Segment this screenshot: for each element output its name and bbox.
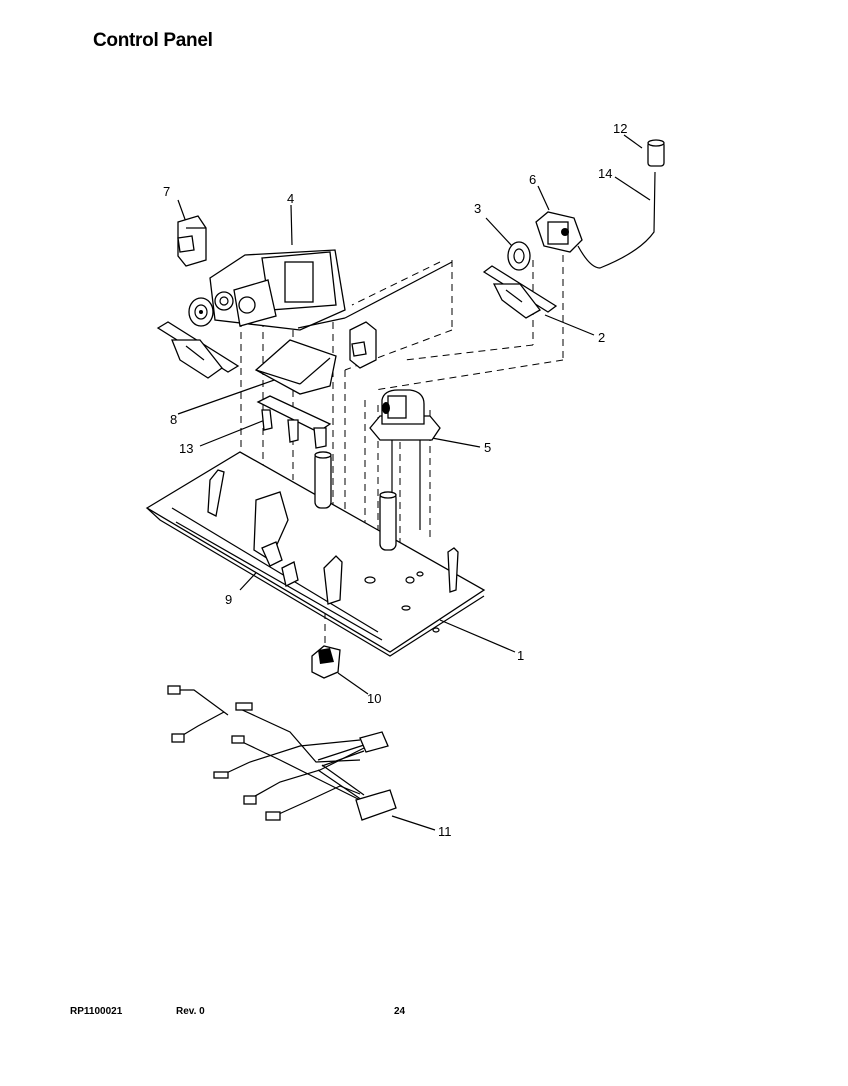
part-13-bracket	[256, 395, 332, 449]
part-1-panel-base	[145, 451, 486, 657]
callout-14: 14	[598, 166, 612, 181]
callout-2: 2	[598, 330, 605, 345]
part-9-switch	[261, 541, 299, 587]
part-11-wire-harness	[167, 685, 397, 821]
part-4-switch-housing	[209, 249, 453, 331]
part-6-control	[535, 211, 583, 253]
part-7-clip	[177, 215, 207, 267]
part-2-bracket-right	[482, 265, 558, 319]
part-2-bracket-left	[156, 321, 240, 379]
part-14-capillary-tube	[577, 171, 656, 269]
callout-11: 11	[438, 824, 452, 839]
callout-7: 7	[163, 184, 170, 199]
part-7-clip-right	[349, 321, 377, 369]
footer-doc-id: RP1100021	[70, 1006, 123, 1017]
callout-6: 6	[529, 172, 536, 187]
footer-page-number: 24	[394, 1006, 406, 1017]
callout-8: 8	[170, 412, 177, 427]
callout-9: 9	[225, 592, 232, 607]
callout-5: 5	[484, 440, 491, 455]
callout-10: 10	[367, 691, 381, 706]
callout-3: 3	[474, 201, 481, 216]
part-10-rocker-switch	[311, 645, 341, 679]
page-title: Control Panel	[93, 30, 213, 51]
callout-4: 4	[287, 191, 294, 206]
footer-revision: Rev. 0	[176, 1006, 205, 1017]
callout-12: 12	[613, 121, 627, 136]
part-3-knob-left	[188, 297, 214, 327]
callout-1: 1	[517, 648, 524, 663]
part-3-knob-right	[507, 241, 531, 271]
part-8-plate	[254, 339, 337, 395]
callout-13: 13	[179, 441, 193, 456]
callout-labels: 1 2 3 4 5 6 7 8 9 10 11 12 13 14	[163, 121, 627, 839]
part-5-thermostat	[369, 389, 441, 530]
part-12-cap	[647, 139, 665, 167]
